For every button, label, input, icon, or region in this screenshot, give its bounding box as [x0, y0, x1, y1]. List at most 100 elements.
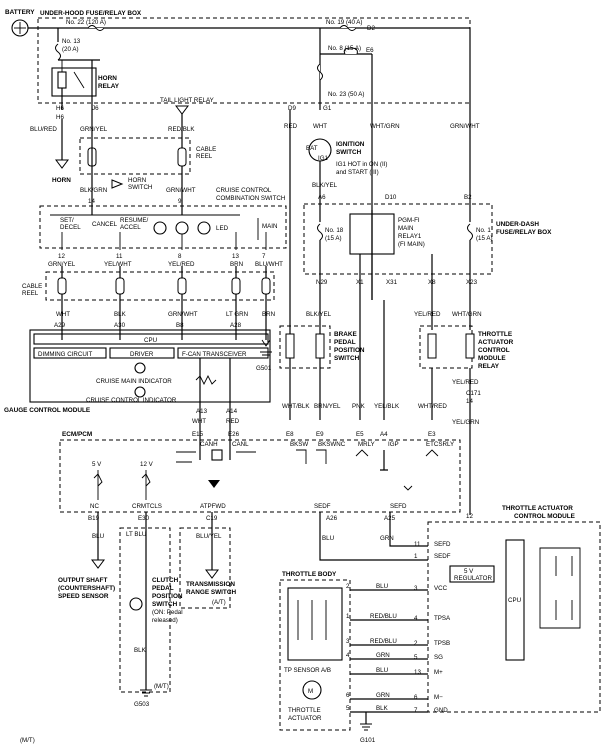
fcan-transceiver: F-CAN TRANSCEIVER [182, 351, 247, 358]
led-label: LED [216, 225, 229, 232]
tb-wire-red-blu-2: RED/BLU [370, 638, 397, 645]
taillight-relay-label: TAIL LIGHT RELAY [160, 97, 214, 104]
wire-yel-red-2: YEL/RED [414, 311, 441, 318]
brake-title2: PEDAL [334, 339, 356, 346]
decel-label: DECEL [60, 224, 81, 231]
trans-range-switch-icon [205, 569, 219, 579]
clutch-label3: POSITION [152, 593, 183, 600]
bksw-label: BKSW [290, 441, 308, 448]
pin-11: 11 [116, 253, 123, 260]
throttle-relay-title: THROTTLE [478, 331, 513, 338]
pin-n29: N29 [316, 279, 328, 286]
tacm-title2: CONTROL MODULE [514, 513, 576, 520]
fuse-8 [343, 47, 358, 55]
tacm-cpu [505, 539, 525, 661]
pin-e9: E9 [316, 431, 324, 438]
horn-relay-label2: RELAY [98, 83, 120, 90]
fuse-13-label: No. 13 [62, 38, 81, 45]
under-hood-fuse-box [37, 17, 471, 104]
at-label: (A/T) [212, 599, 226, 606]
throttle-actuator-control-module [427, 521, 601, 713]
pin-x8: X8 [428, 279, 436, 286]
wire-yel-grn: YEL/GRN [452, 419, 479, 426]
underdash-title2: FUSE/RELAY BOX [496, 229, 552, 236]
throttle-relay-title5: RELAY [478, 363, 500, 370]
pgm-main-label2: MAIN [398, 225, 413, 232]
output-shaft-label3: SPEED SENSOR [58, 593, 109, 600]
wire-wht: WHT [56, 311, 70, 318]
trans-label1: TRANSMISSION [186, 581, 235, 588]
gauge-cpu: CPU [144, 337, 157, 344]
wire-blk-yel-2: BLK/YEL [306, 311, 332, 318]
tb-wire-grn: GRN [376, 652, 390, 659]
at-region [179, 527, 231, 609]
mrly-label: MRLY [358, 441, 375, 448]
mt-label2: (M/T) [20, 737, 35, 744]
pin-e30: E30 [138, 515, 150, 522]
pin-7: 7 [262, 253, 266, 260]
bkswnc-label: BKSWNC [318, 441, 346, 448]
pin-12: 12 [58, 253, 65, 260]
fuse-1-label: No. 1 [476, 227, 491, 234]
cable-reel-label2: REEL [196, 153, 213, 160]
cruise-main-indicator-lamp [134, 362, 146, 374]
pin-a6: A6 [318, 194, 326, 201]
resume-label: RESUME/ [120, 217, 148, 224]
cruise-control-indicator-lamp [134, 386, 146, 398]
pin-a14: A14 [226, 408, 238, 415]
wire-grn-yel: GRN/YEL [80, 126, 108, 133]
wire-blu-wht: BLU/WHT [255, 261, 283, 268]
cruise-switch-title2: COMBINATION SWITCH [216, 195, 285, 202]
pin-b19: B19 [88, 515, 100, 522]
fuse-13 [55, 43, 61, 61]
tacm-tpsa: TPSA [434, 615, 451, 622]
wire-grn-wht: GRN/WHT [166, 187, 196, 194]
wire-wht-red: WHT/RED [418, 403, 447, 410]
wire-blu-yel: BLU/YEL [196, 533, 222, 540]
battery: BATTERY [5, 9, 35, 37]
wire-grn: GRN [380, 535, 394, 542]
actuator-label1: THROTTLE [288, 707, 321, 714]
h6-b: H6 [56, 114, 64, 121]
throttle-relay-title2: ACTUATOR [478, 339, 514, 346]
tacm-pin-7: 7 [414, 707, 418, 714]
trans-label2: RANGE SWITCH [186, 589, 236, 596]
led-group [153, 221, 211, 235]
tb-pin-1: 1 [346, 613, 350, 620]
clutch-note2: released) [152, 617, 178, 624]
pin-9: 9 [178, 198, 182, 205]
gauge-control-module [29, 329, 271, 403]
under-hood-box-title: UNDER-HOOD FUSE/RELAY BOX [40, 10, 142, 17]
horn-relay-label: HORN [98, 75, 117, 82]
clutch-label4: SWITCH [152, 601, 178, 608]
wire-blu-2: BLU [322, 535, 334, 542]
wire-red-blk: RED/BLK [168, 126, 195, 133]
wire-pnk: PNK [352, 403, 366, 410]
wire-blu-red: BLU/RED [30, 126, 57, 133]
wire-lt-blu: LT BLU [126, 531, 146, 538]
pin-e26: E26 [228, 431, 240, 438]
canl-label: CANL [232, 441, 249, 448]
throttle-body-title: THROTTLE BODY [282, 571, 337, 578]
tb-wire-blk: BLK [376, 705, 389, 712]
tacm-pin-1: 1 [414, 553, 418, 560]
tacm-gnd: GND [434, 707, 448, 714]
tacm-pin-11: 11 [414, 541, 421, 548]
wire-wht-ign: WHT [313, 123, 327, 130]
taillight-relay-icon [175, 105, 189, 115]
fuse-18 [317, 223, 323, 241]
g1-label: G1 [323, 105, 332, 112]
cable-reel-1 [79, 137, 191, 175]
wire-blu: BLU [92, 533, 104, 540]
tb-pin-3: 3 [346, 638, 350, 645]
tacm-pin-6: 6 [414, 694, 418, 701]
ign-note1: IG1 HOT in ON (II) [336, 161, 387, 168]
under-dash-fuse-box [303, 203, 493, 275]
pgm-main-label4: (FI MAIN) [398, 241, 425, 248]
pin-x31: X31 [386, 279, 398, 286]
tb-wire-red-blu: RED/BLU [370, 613, 397, 620]
etcsrly-label: ETCSRLY [426, 441, 454, 448]
pgm-main-label: PGM-FI [398, 217, 420, 224]
horn-label: HORN [52, 177, 71, 184]
wire-blk-yel: BLK/YEL [312, 182, 338, 189]
